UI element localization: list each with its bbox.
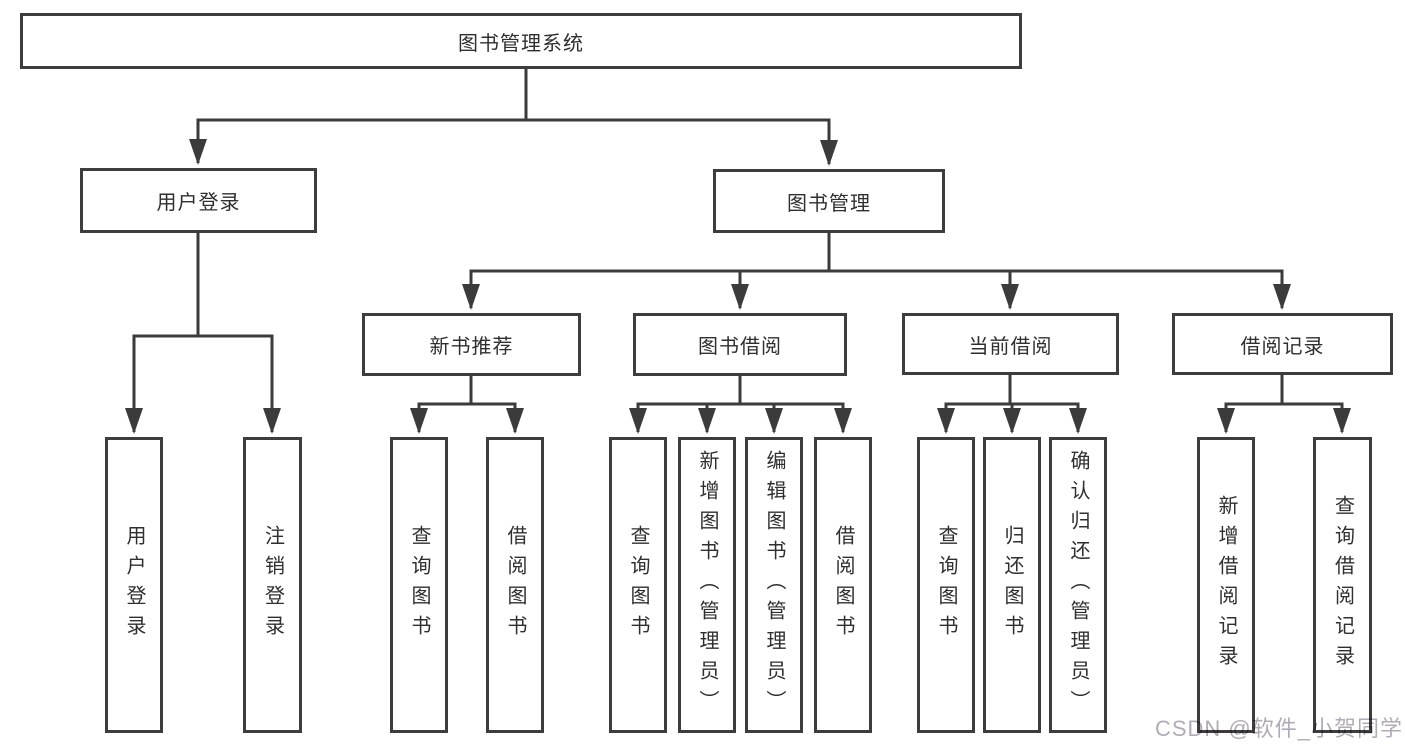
- connector-new-books-to-leaves: [410, 376, 524, 434]
- node-label: 查询借阅记录: [1331, 495, 1354, 675]
- node-label: 查询图书: [627, 525, 649, 645]
- node-label: 查询图书: [408, 525, 430, 645]
- node-book-borrow: 图书借阅: [633, 313, 847, 376]
- node-book-management: 图书管理: [713, 169, 945, 233]
- connector-current-borrow-to-leaves: [937, 375, 1087, 434]
- leaf-query-books-borrow: 查询图书: [609, 437, 667, 733]
- node-label: 图书管理: [787, 192, 871, 215]
- node-label: 借阅图书: [832, 525, 854, 645]
- node-label: 归还图书: [1001, 525, 1023, 645]
- leaf-user-login: 用户登录: [105, 437, 163, 733]
- leaf-query-borrow-record: 查询借阅记录: [1313, 437, 1372, 733]
- leaf-confirm-return-admin: 确认归还（管理员）: [1049, 437, 1107, 733]
- leaf-return-books: 归还图书: [983, 437, 1041, 733]
- leaf-query-books-recommend: 查询图书: [390, 437, 448, 733]
- node-current-borrow: 当前借阅: [902, 313, 1119, 375]
- node-label: 用户登录: [123, 525, 145, 645]
- connector-book-management-to-level3: [462, 233, 1291, 310]
- node-label: 编辑图书（管理员）: [763, 450, 785, 720]
- connector-user-login-to-leaves: [125, 233, 281, 434]
- leaf-edit-books-admin: 编辑图书（管理员）: [745, 437, 803, 733]
- node-borrow-records: 借阅记录: [1172, 313, 1393, 375]
- node-label: 图书管理系统: [458, 32, 584, 55]
- node-label: 当前借阅: [968, 335, 1053, 358]
- node-label: 注销登录: [261, 525, 284, 645]
- leaf-logout: 注销登录: [243, 437, 302, 733]
- node-label: 借阅记录: [1240, 335, 1325, 358]
- csdn-watermark: CSDN @软件_小贺同学: [1154, 716, 1403, 741]
- leaf-borrow-books: 借阅图书: [814, 437, 872, 733]
- node-user-login: 用户登录: [80, 168, 317, 233]
- node-label: 确认归还（管理员）: [1067, 450, 1089, 720]
- leaf-borrow-books-recommend: 借阅图书: [486, 437, 544, 733]
- node-label: 新增图书（管理员）: [696, 450, 718, 720]
- connector-borrow-records-to-leaves: [1217, 375, 1351, 434]
- leaf-add-books-admin: 新增图书（管理员）: [678, 437, 736, 733]
- node-root-library-management-system: 图书管理系统: [20, 13, 1022, 69]
- leaf-add-borrow-record: 新增借阅记录: [1197, 437, 1255, 733]
- connector-book-borrow-to-leaves: [629, 376, 852, 434]
- node-label: 新增借阅记录: [1215, 495, 1237, 675]
- node-new-book-recommend: 新书推荐: [362, 313, 581, 376]
- node-label: 借阅图书: [504, 525, 526, 645]
- connector-root-to-level2: [189, 69, 838, 166]
- node-label: 图书借阅: [698, 336, 782, 358]
- leaf-query-books-current: 查询图书: [917, 437, 975, 733]
- node-label: 用户登录: [156, 192, 241, 214]
- node-label: 新书推荐: [429, 336, 514, 358]
- node-label: 查询图书: [935, 525, 957, 645]
